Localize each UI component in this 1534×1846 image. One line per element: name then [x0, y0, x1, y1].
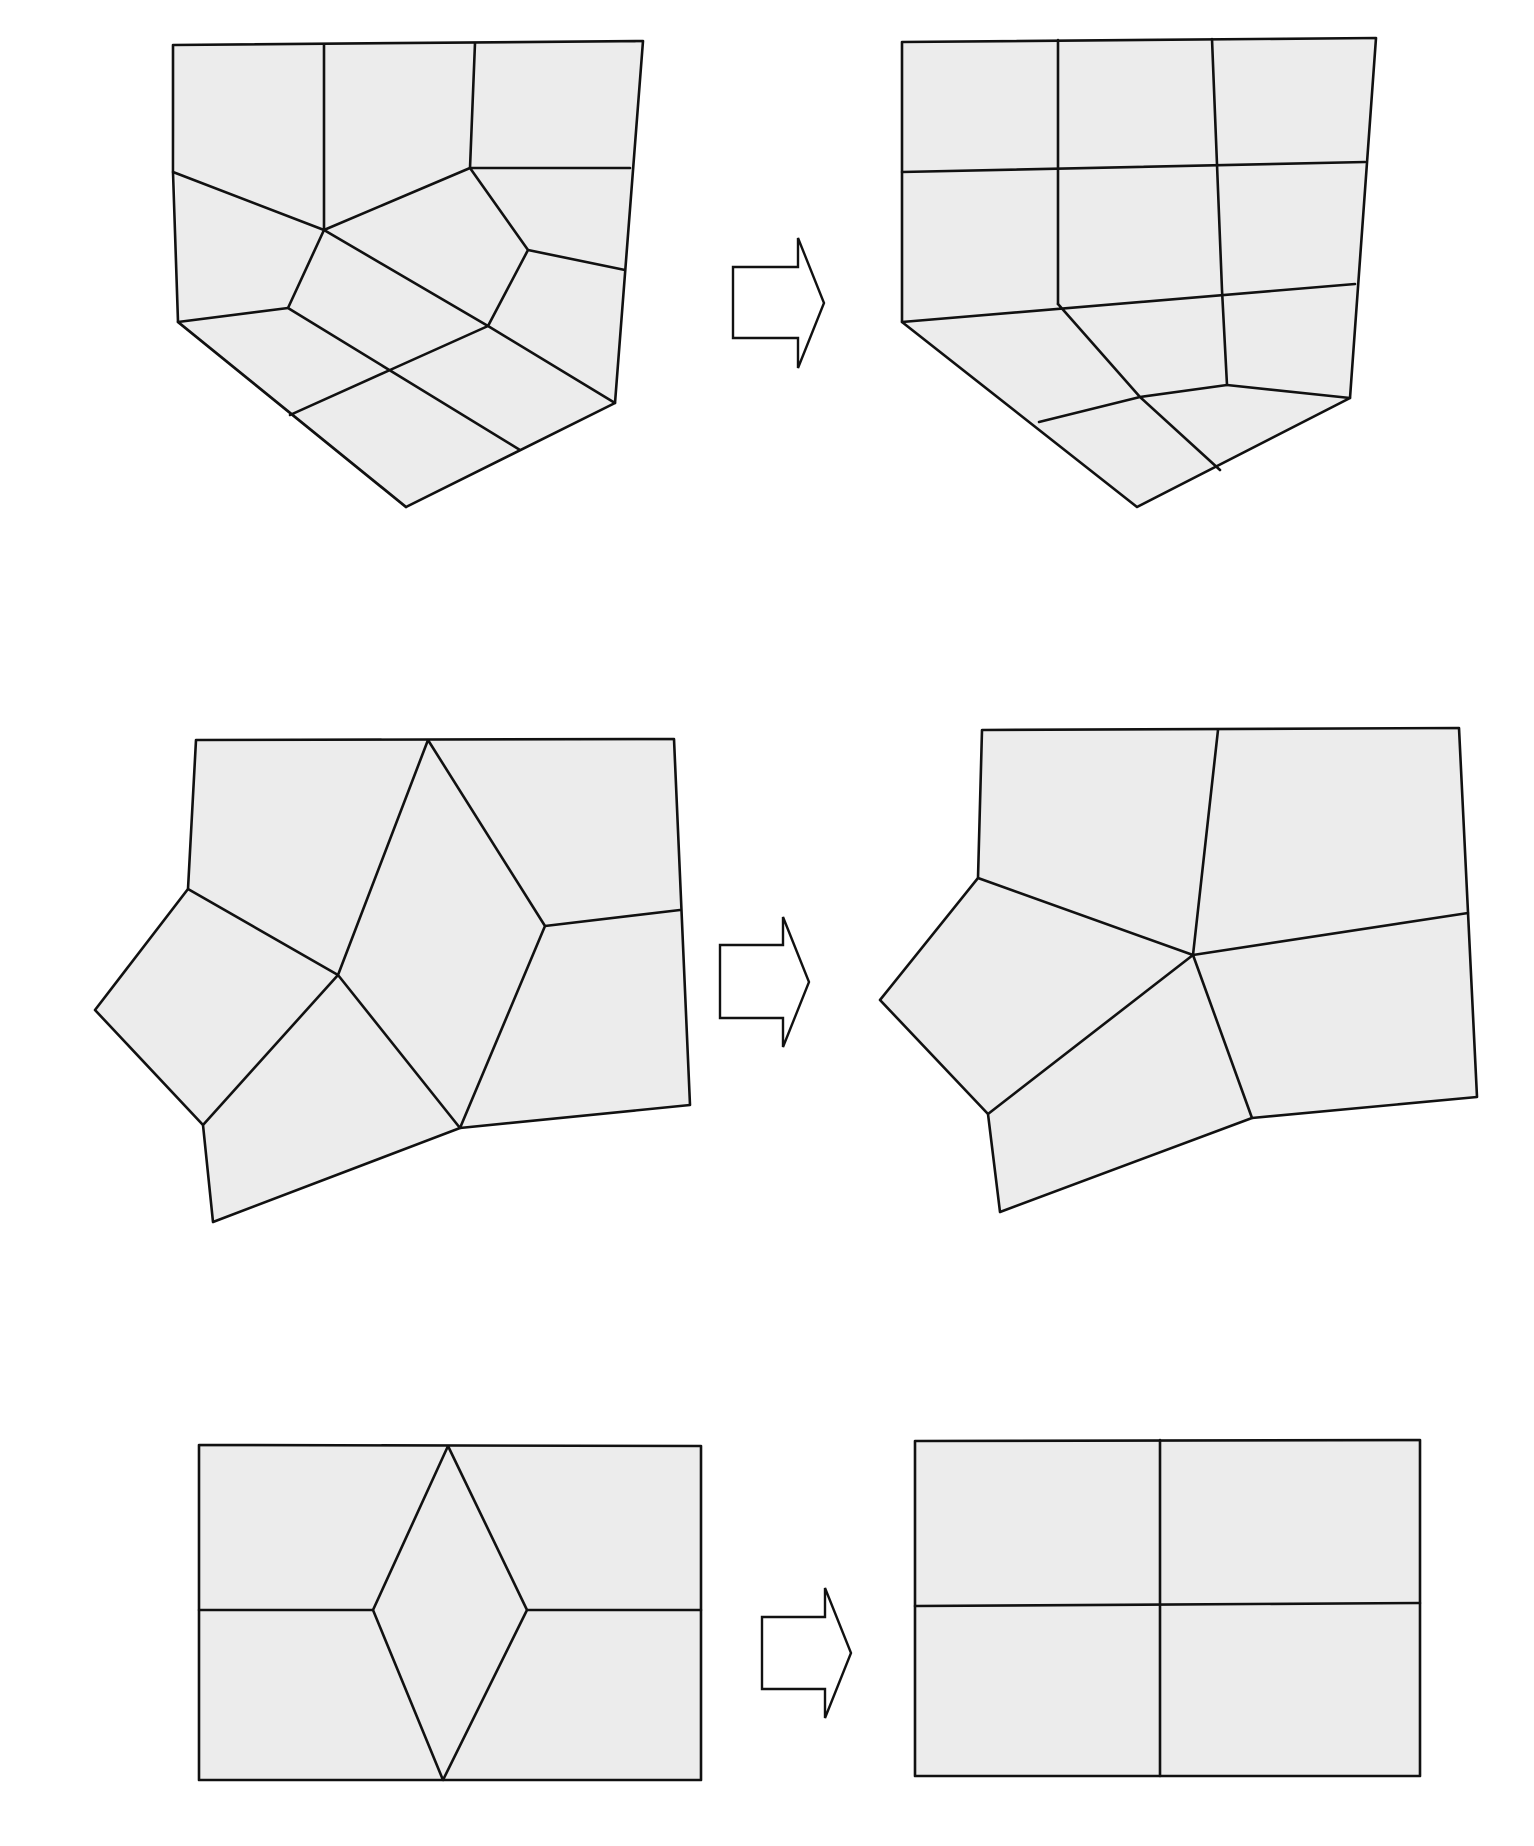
mesh-region — [915, 1440, 1420, 1776]
mesh-edge — [1056, 302, 1222, 472]
mesh-edges — [878, 726, 1479, 1214]
mesh-edge — [1191, 728, 1220, 957]
mesh-row2-before — [93, 737, 692, 1224]
mesh-edges — [913, 1438, 1422, 1778]
mesh-edge-outline — [913, 1438, 1422, 1778]
mesh-row3-before — [197, 1443, 703, 1782]
mesh-edge — [322, 166, 627, 272]
mesh-edges — [900, 36, 1378, 509]
mesh-edge-outline — [197, 1443, 703, 1782]
mesh-edge — [336, 738, 547, 1130]
right-arrow-icon — [760, 1587, 853, 1719]
mesh-region — [173, 41, 643, 507]
mesh-edge — [900, 160, 1367, 174]
mesh-edge — [913, 1601, 1422, 1608]
mesh-edge — [186, 887, 340, 977]
mesh-row3-after — [913, 1438, 1422, 1778]
mesh-edge — [1191, 911, 1470, 957]
mesh-edge — [371, 1444, 529, 1782]
row-1 — [171, 36, 1378, 509]
mesh-edge-outline — [900, 36, 1378, 509]
mesh-region — [902, 38, 1376, 507]
mesh-edges — [171, 39, 645, 509]
mesh-region — [199, 1445, 701, 1780]
mesh-edge — [986, 953, 1195, 1116]
mesh-edges — [93, 737, 692, 1224]
row-3 — [197, 1438, 1422, 1782]
mesh-region — [95, 739, 690, 1222]
mesh-edge — [286, 306, 522, 452]
mesh-row2-after — [878, 726, 1479, 1214]
mesh-edge — [976, 876, 1195, 957]
mesh-row1-after — [900, 36, 1378, 509]
mesh-row1-before — [171, 39, 645, 509]
right-arrow-icon — [731, 237, 826, 369]
row-2 — [93, 726, 1479, 1224]
mesh-edge — [1225, 383, 1352, 400]
mesh-edge-outline — [93, 737, 692, 1224]
mesh-edge — [543, 908, 682, 928]
mesh-edge — [1210, 37, 1229, 387]
mesh-edges — [197, 1443, 703, 1782]
mesh-edge — [176, 320, 408, 509]
right-arrow-icon — [718, 916, 811, 1048]
mesh-edge — [322, 228, 490, 328]
mesh-edge — [171, 170, 326, 324]
mesh-edge — [288, 324, 490, 417]
mesh-region — [880, 728, 1477, 1212]
mesh-edge — [201, 973, 340, 1127]
mesh-edge — [900, 282, 1357, 324]
mesh-edge — [1191, 953, 1254, 1120]
mesh-edge-outline — [878, 726, 1479, 1214]
